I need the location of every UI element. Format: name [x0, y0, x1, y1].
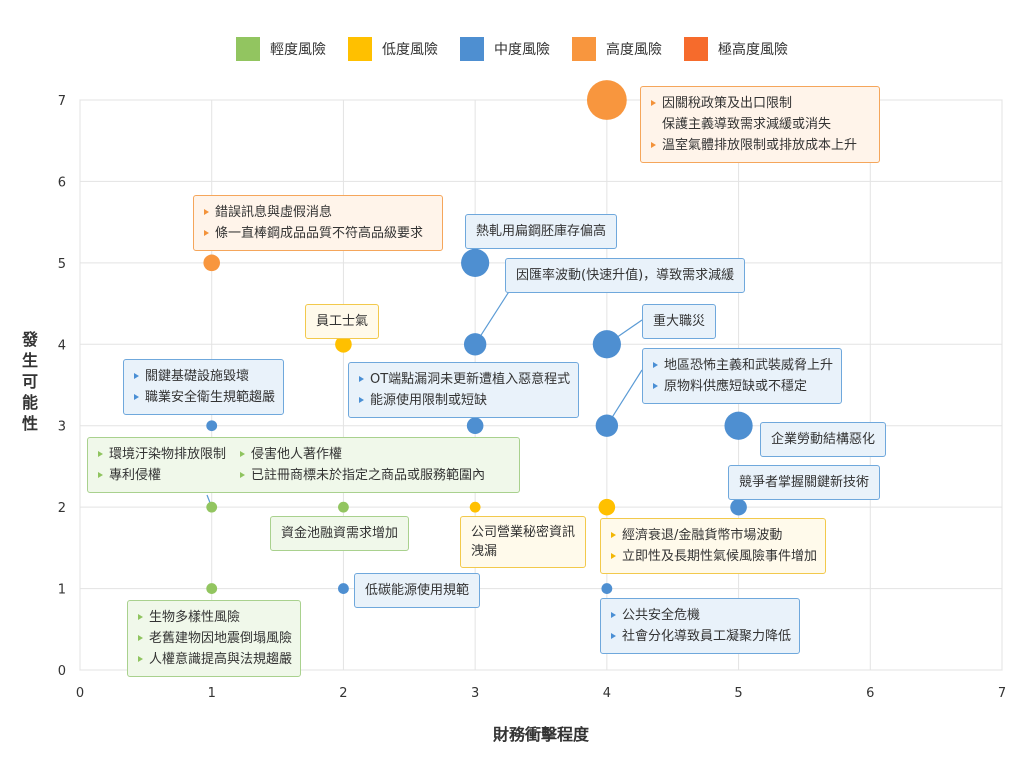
annotation-item: OT端點漏洞未更新遭植入惡意程式	[357, 369, 570, 390]
risk-point	[724, 411, 753, 440]
x-tick-label: 2	[339, 686, 347, 701]
risk-point	[469, 501, 481, 513]
annotation-low-carbon: 低碳能源使用規範	[354, 573, 481, 608]
legend-item-medium[interactable]: 中度風險	[460, 36, 550, 62]
annotation-item: 原物料供應短缺或不穩定	[651, 376, 833, 397]
annotation-employee-morale: 員工士氣	[305, 304, 380, 339]
legend-item-light[interactable]: 輕度風險	[236, 36, 326, 62]
y-tick-label: 1	[58, 583, 66, 598]
y-tick-label: 5	[58, 257, 66, 272]
y-tick-label: 7	[58, 94, 66, 109]
legend-item-extreme[interactable]: 極高度風險	[684, 36, 788, 62]
annotation-economic-climate: 經濟衰退/金融貨幣市場波動立即性及長期性氣候風險事件增加	[600, 518, 827, 574]
annotation-item: 人權意識提高與法規趨嚴	[136, 649, 292, 670]
annotation-item: 環境汙染物排放限制	[96, 444, 226, 465]
legend: 輕度風險 低度風險 中度風險 高度風險 極高度風險	[0, 36, 1024, 62]
risk-point	[595, 414, 619, 437]
annotation-misinformation: 錯誤訊息與虛假消息條一直棒鋼成品品質不符高品級要求	[193, 195, 443, 251]
risk-point	[586, 80, 627, 120]
x-tick-label: 0	[76, 686, 84, 701]
risk-point	[601, 583, 613, 594]
x-axis-title: 財務衝擊程度	[493, 725, 590, 744]
annotation-public-safety: 公共安全危機社會分化導致員工凝聚力降低	[600, 598, 801, 654]
risk-point	[338, 583, 349, 594]
risk-point	[463, 333, 487, 356]
annotation-item: 老舊建物因地震倒塌風險	[136, 628, 292, 649]
annotation-trade-secret: 公司營業秘密資訊 洩漏	[460, 516, 587, 568]
x-tick-label: 6	[866, 686, 874, 701]
annotation-item: 侵害他人著作權	[238, 444, 485, 465]
legend-swatch	[684, 37, 708, 61]
annotation-exchange-rate: 因匯率波動(快速升值)，導致需求減緩	[505, 258, 746, 293]
legend-label: 高度風險	[606, 42, 662, 58]
risk-point	[598, 498, 616, 516]
annotation-biodiversity: 生物多樣性風險老舊建物因地震倒塌風險人權意識提高與法規趨嚴	[127, 600, 302, 677]
annotation-item: 關鍵基礎設施毀壞	[132, 366, 275, 387]
risk-point	[206, 501, 218, 513]
risk-point	[338, 501, 349, 513]
annotation-competitor-tech: 競爭者掌握關鍵新技術	[728, 465, 881, 500]
annotation-item: 社會分化導致員工凝聚力降低	[609, 626, 791, 647]
y-tick-label: 4	[58, 338, 66, 353]
annotation-item: 因關稅政策及出口限制 保護主義導致需求減緩或消失	[649, 93, 871, 135]
annotation-major-accident: 重大職災	[642, 304, 717, 339]
risk-point	[466, 417, 484, 435]
x-tick-label: 1	[208, 686, 216, 701]
risk-point	[730, 498, 747, 516]
annotation-item: 經濟衰退/金融貨幣市場波動	[609, 525, 817, 546]
annotation-item: 條一直棒鋼成品品質不符高品級要求	[202, 223, 434, 244]
annotation-infrastructure: 關鍵基礎設施毀壞職業安全衛生規範趨嚴	[123, 359, 285, 415]
risk-point	[203, 254, 221, 272]
y-tick-label: 2	[58, 501, 66, 516]
annotation-item: 已註冊商標未於指定之商品或服務範圍內	[238, 465, 485, 486]
x-tick-label: 7	[998, 686, 1006, 701]
legend-item-high[interactable]: 高度風險	[572, 36, 662, 62]
y-axis-title: 發生可能性	[21, 330, 39, 433]
annotation-terrorism: 地區恐怖主義和武裝威脅上升原物料供應短缺或不穩定	[642, 348, 843, 404]
risk-point	[206, 420, 218, 432]
risk-point	[461, 248, 490, 277]
risk-point	[206, 583, 218, 594]
y-tick-label: 3	[58, 420, 66, 435]
annotation-item: 立即性及長期性氣候風險事件增加	[609, 546, 817, 567]
legend-label: 輕度風險	[270, 42, 326, 58]
legend-swatch	[460, 37, 484, 61]
legend-swatch	[348, 37, 372, 61]
y-tick-label: 6	[58, 175, 66, 190]
legend-swatch	[572, 37, 596, 61]
risk-point	[335, 335, 352, 353]
annotation-ot-vulnerability: OT端點漏洞未更新遭植入惡意程式能源使用限制或短缺	[348, 362, 580, 418]
x-tick-label: 5	[734, 686, 742, 701]
legend-item-low[interactable]: 低度風險	[348, 36, 438, 62]
legend-label: 極高度風險	[718, 42, 788, 58]
annotation-item: 職業安全衛生規範趨嚴	[132, 387, 275, 408]
annotation-funding-pool: 資金池融資需求增加	[270, 516, 410, 551]
annotation-item: 溫室氣體排放限制或排放成本上升	[649, 135, 871, 156]
annotation-item: 錯誤訊息與虛假消息	[202, 202, 434, 223]
risk-point	[592, 330, 621, 359]
annotation-item: 專利侵權	[96, 465, 226, 486]
annotation-environment-ip: 環境汙染物排放限制專利侵權 侵害他人著作權已註冊商標未於指定之商品或服務範圍內	[87, 437, 520, 493]
legend-swatch	[236, 37, 260, 61]
x-tick-label: 3	[471, 686, 479, 701]
annotation-slab-inventory: 熱軋用扁鋼胚庫存偏高	[465, 214, 618, 249]
annotation-item: 公共安全危機	[609, 605, 791, 626]
x-tick-label: 4	[603, 686, 611, 701]
legend-label: 中度風險	[494, 42, 550, 58]
annotation-tariff-emissions: 因關稅政策及出口限制 保護主義導致需求減緩或消失溫室氣體排放限制或排放成本上升	[640, 86, 880, 163]
annotation-item: 能源使用限制或短缺	[357, 390, 570, 411]
annotation-item: 生物多樣性風險	[136, 607, 292, 628]
annotation-item: 地區恐怖主義和武裝威脅上升	[651, 355, 833, 376]
legend-label: 低度風險	[382, 42, 438, 58]
y-tick-label: 0	[58, 664, 66, 679]
annotation-labor-structure: 企業勞動結構惡化	[760, 422, 887, 457]
